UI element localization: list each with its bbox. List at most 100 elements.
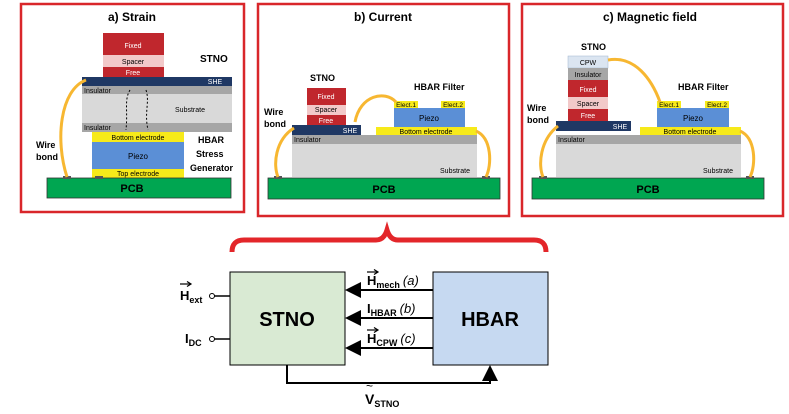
cpw-label: CPW (580, 60, 597, 67)
piezo-layer (92, 142, 184, 169)
arrow-mech-label: Hmech(a) (367, 273, 419, 290)
elect1-label: Elect.1 (659, 102, 679, 109)
piezo-layer (657, 108, 729, 127)
piezo-layer (394, 108, 465, 127)
insulator-top-layer (568, 68, 608, 80)
pcb-label: PCB (372, 184, 395, 196)
wire-bond (59, 78, 87, 178)
she-layer (556, 121, 631, 131)
free-layer (103, 67, 164, 77)
input-idc-terminal (209, 336, 215, 342)
elect2-label: Elect.2 (707, 102, 727, 109)
input-hext-label: Hext (180, 288, 202, 305)
hbar-filter-label: HBAR Filter (678, 82, 729, 92)
wire-bond (353, 94, 398, 123)
pcb-label: PCB (120, 183, 143, 195)
elect1-layer (657, 101, 681, 108)
hbar-block-label: HBAR (461, 309, 519, 331)
substrate-label: Substrate (703, 168, 733, 175)
elect2-layer (441, 101, 465, 108)
insulator-layer (556, 135, 741, 144)
output-feedback-line (286, 365, 498, 384)
arrow-cpw-label: HCPW(c) (367, 331, 416, 348)
spacer-layer (568, 97, 608, 109)
fixed-label: Fixed (317, 94, 334, 101)
pcb-board (267, 177, 501, 200)
hbar-block (432, 271, 549, 366)
piezo-label: Piezo (419, 114, 440, 123)
insulator-bottom-label: Insulator (84, 125, 112, 132)
substrate-layer (82, 94, 232, 123)
tilde-mark: ~ (366, 379, 373, 393)
insulator-top-layer (82, 86, 232, 94)
stno-label: STNO (200, 54, 228, 65)
bottom-electrode-label: Bottom electrode (112, 135, 165, 142)
she-label: SHE (208, 79, 223, 86)
stno-label: STNO (310, 73, 335, 83)
bond-label: bond (527, 115, 549, 125)
stress-label: Stress (196, 149, 224, 159)
panel-magnetic-field: c) Magnetic field STNO CPW Insulator Fix… (520, 2, 785, 218)
via-dashed (125, 89, 149, 131)
vector-arrow-mark (373, 268, 380, 276)
wire-bond (274, 126, 295, 178)
arrow-current-label: IHBAR(b) (367, 301, 416, 318)
top-electrode-layer (92, 169, 184, 178)
wire-label: Wire (264, 107, 283, 117)
bond-pad (746, 176, 754, 179)
spacer-layer (103, 55, 164, 67)
fixed-layer (568, 80, 608, 97)
elect1-layer (394, 101, 418, 108)
output-vstno-label: VSTNO (365, 391, 399, 409)
panel-title: a) Strain (108, 10, 156, 24)
free-label: Free (126, 70, 141, 77)
fixed-layer (103, 33, 164, 55)
bond-label: bond (264, 119, 286, 129)
bottom-electrode-label: Bottom electrode (664, 129, 717, 136)
top-electrode-label: Top electrode (117, 171, 159, 178)
input-idc-label: IDC (185, 331, 202, 348)
panel-title: c) Magnetic field (603, 10, 697, 24)
bottom-electrode-layer (92, 132, 184, 142)
insulator-top-label: Insulator (84, 88, 112, 95)
bond-pad (95, 176, 103, 179)
pcb-label: PCB (636, 184, 659, 196)
panel-current: b) Current STNO Fixed Spacer Free HBAR F… (256, 2, 511, 218)
hbar-filter-label: HBAR Filter (414, 82, 465, 92)
wire-label: Wire (36, 140, 55, 150)
free-layer (307, 115, 346, 125)
block-diagram: STNO HBAR Hmech(a) IHBAR(b) HCPW(c) Hext… (180, 268, 549, 409)
spacer-label: Spacer (577, 101, 600, 108)
piezo-label: Piezo (683, 114, 704, 123)
wire-bond (539, 124, 559, 178)
free-label: Free (581, 113, 596, 120)
spacer-layer (307, 105, 346, 115)
elect2-layer (705, 101, 729, 108)
substrate-label: Substrate (440, 168, 470, 175)
hbar-label: HBAR (198, 135, 224, 145)
wire-bond (475, 129, 492, 178)
input-hext-terminal (209, 293, 215, 299)
bottom-electrode-layer (640, 127, 741, 136)
insulator-layer (292, 135, 477, 144)
vector-arrow-mark (373, 326, 380, 334)
bond-pad (63, 176, 71, 179)
bond-label: bond (36, 152, 58, 162)
free-label: Free (319, 118, 334, 125)
piezo-label: Piezo (128, 152, 149, 161)
elect2-label: Elect.2 (443, 102, 463, 109)
she-label: SHE (343, 128, 358, 135)
spacer-label: Spacer (315, 107, 338, 114)
wire-label: Wire (527, 103, 546, 113)
substrate-label: Substrate (175, 107, 205, 114)
panel-strain: a) Strain Fixed Spacer Free STNO SHE Ins… (19, 2, 246, 214)
insulator-label: Insulator (294, 137, 322, 144)
fixed-label: Fixed (579, 87, 596, 94)
bottom-electrode-layer (376, 127, 477, 136)
wire-bond (739, 129, 756, 178)
insulator-label: Insulator (558, 137, 586, 144)
substrate-layer (556, 144, 741, 177)
bond-pad (482, 176, 490, 179)
bond-pad (539, 176, 547, 179)
insulator-bottom-layer (82, 123, 232, 132)
